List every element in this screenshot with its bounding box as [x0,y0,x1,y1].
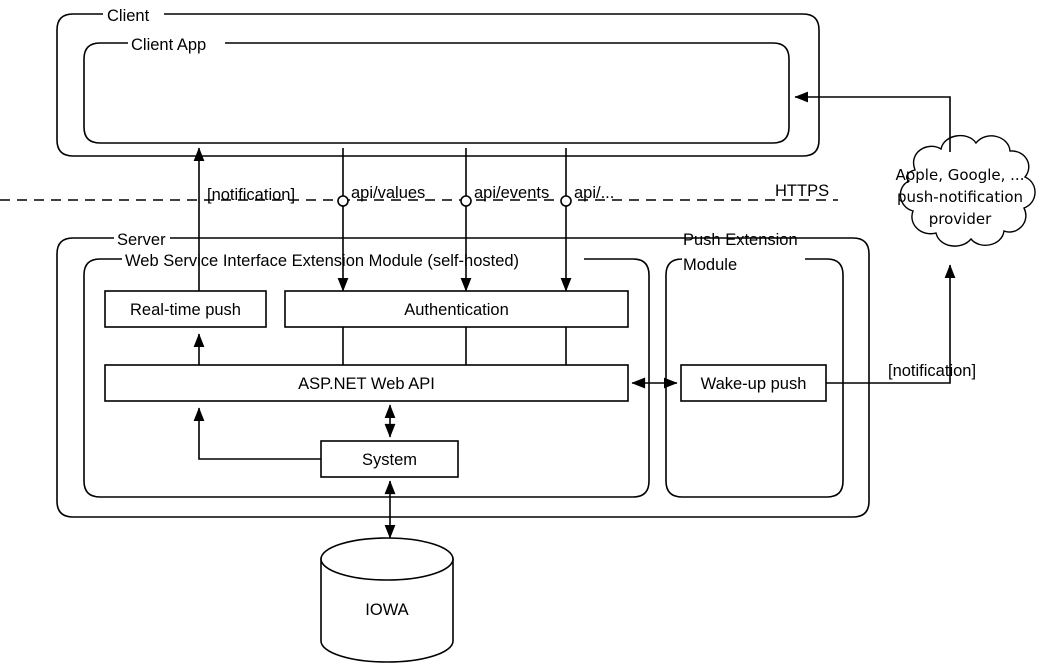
push-extension-module-label-line1: Push Extension [683,231,798,249]
notification-client-label: [notification] [207,186,295,204]
connector-cloud-to-client-app [794,91,951,152]
connector-wakeup-to-cloud: [notification] [826,264,976,384]
push-extension-module-container: Push Extension Module [665,231,844,498]
client-app-container: Client App [83,36,790,144]
system-box[interactable]: System [320,440,459,478]
connector-system-to-webapi-left [193,407,321,460]
https-label: HTTPS [775,182,829,200]
realtime-push-box[interactable]: Real-time push [104,290,267,328]
database-cylinder[interactable]: IOWA [320,537,454,663]
connector-notification-client: [notification] [193,147,295,291]
cloud-label-line3: provider [929,210,992,228]
server-container: Server [56,231,870,518]
client-container-label: Client [107,7,150,25]
authentication-label: Authentication [404,301,509,319]
api-other-label: api/... [574,184,614,202]
api-values-port [337,195,349,207]
database-label: IOWA [365,601,408,619]
cloud-label-line2: push-notification [897,188,1023,206]
server-container-label: Server [117,231,166,249]
wakeup-push-box[interactable]: Wake-up push [680,364,827,402]
client-app-label: Client App [131,36,206,54]
client-container: Client [56,7,820,157]
push-extension-module-label-line2: Module [683,256,737,274]
api-events-label: api/events [474,184,549,202]
api-events-port [460,195,472,207]
connector-api-events: api/events [460,148,549,292]
web-service-module-container: Web Service Interface Extension Module (… [83,252,650,498]
cloud-label-line1: Apple, Google, ... [896,166,1025,184]
connector-api-other: api/... [560,148,614,292]
api-values-label: api/values [351,184,425,202]
notification-push-label: [notification] [888,362,976,380]
aspnet-web-api-box[interactable]: ASP.NET Web API [104,364,629,402]
api-other-port [560,195,572,207]
authentication-box[interactable]: Authentication [284,290,629,328]
aspnet-web-api-label: ASP.NET Web API [298,375,435,393]
system-label: System [362,451,417,469]
push-notification-provider-cloud: Apple, Google, ... push-notification pro… [896,134,1036,247]
wakeup-push-label: Wake-up push [701,375,807,393]
connector-api-values: api/values [337,148,425,292]
web-service-module-label: Web Service Interface Extension Module (… [125,252,519,270]
realtime-push-label: Real-time push [130,301,241,319]
